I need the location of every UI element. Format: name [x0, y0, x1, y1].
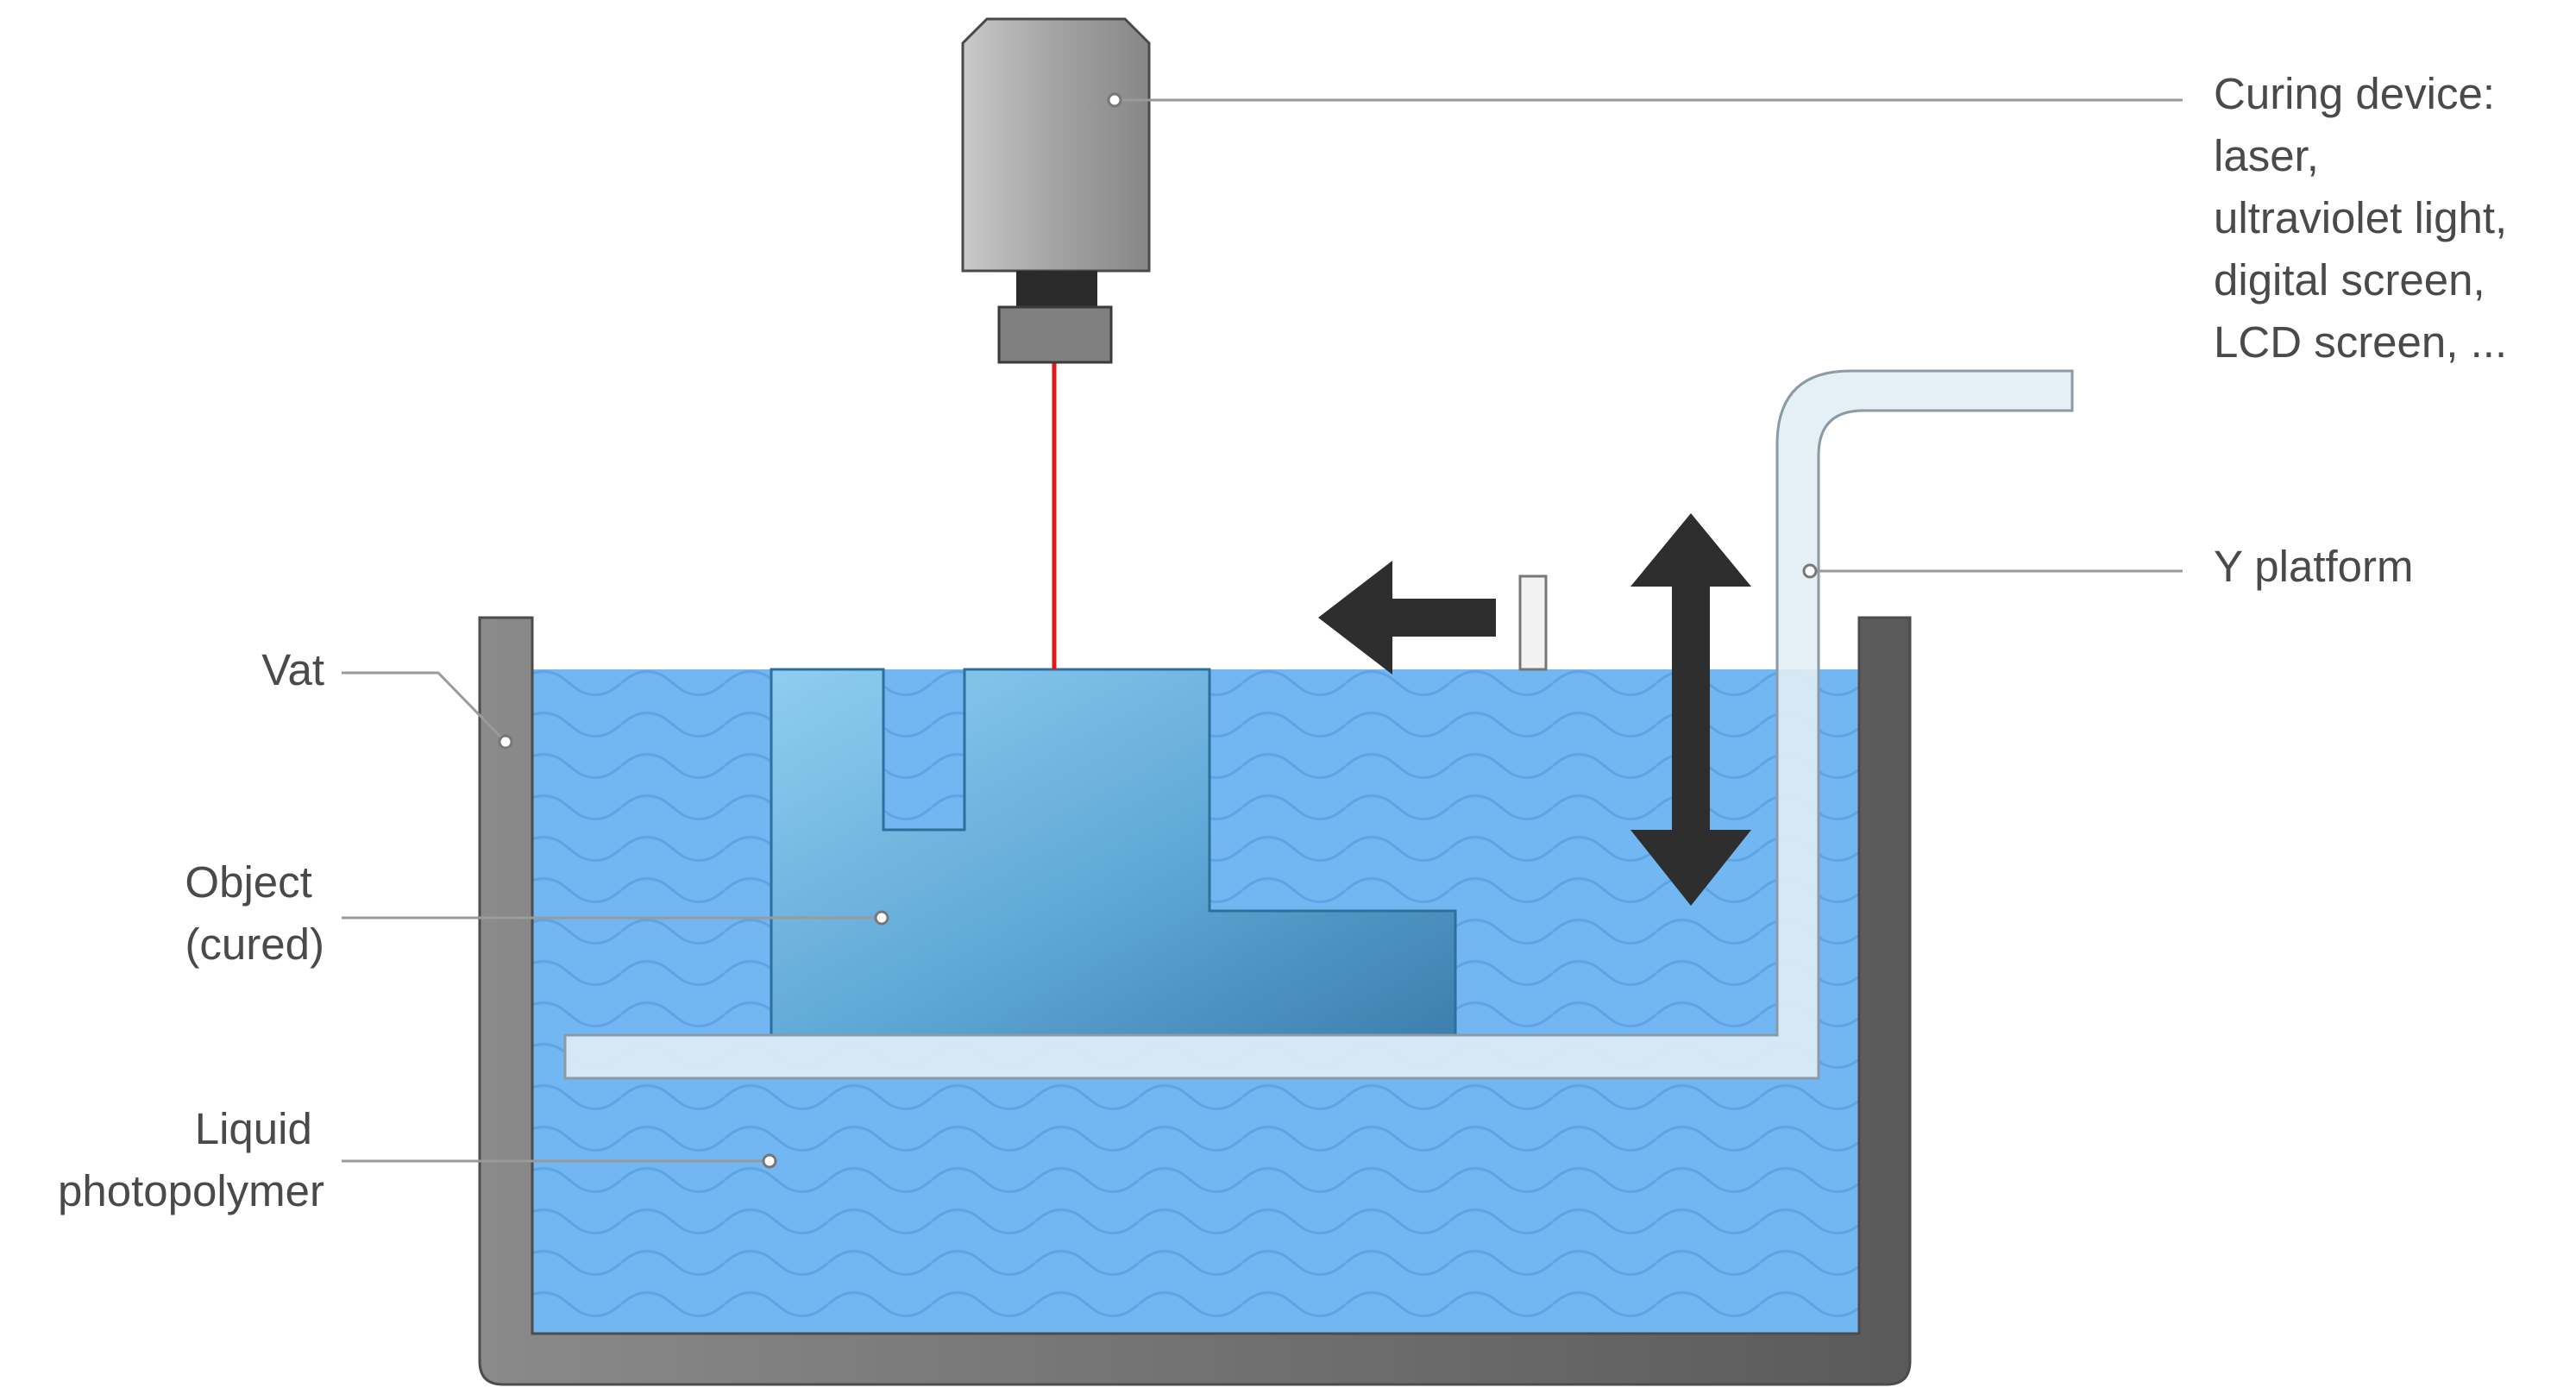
liquid-label: Liquid photopolymer [58, 1104, 324, 1215]
curing-device-label-line-3: ultraviolet light, [2214, 193, 2507, 242]
object-label-line-2: (cured) [185, 920, 324, 969]
liquid-label-line-1: Liquid [195, 1104, 312, 1153]
up-down-arrow-icon [1630, 513, 1751, 906]
leader-lines [342, 98, 2183, 1163]
curing-device-label-line-5: LCD screen, ... [2214, 317, 2507, 367]
curing-device-label-line-2: laser, [2214, 131, 2319, 180]
liquid-label-line-2: photopolymer [58, 1166, 324, 1215]
vat-label: Vat [261, 645, 324, 694]
curing-device-label: Curing device: laser, ultraviolet light,… [2214, 69, 2519, 367]
object-label: Object (cured) [185, 857, 324, 969]
curing-device-label-line-1: Curing device: [2214, 69, 2495, 118]
left-arrow-icon [1318, 561, 1496, 675]
y-platform [563, 369, 2074, 1080]
recoater-blade [1518, 574, 1548, 671]
curing-device-label-line-4: digital screen, [2214, 255, 2485, 304]
y-platform-label: Y platform [2214, 542, 2414, 591]
leader-dots [498, 92, 1818, 1169]
vat [478, 616, 1912, 1386]
object-label-line-1: Object [185, 857, 311, 907]
curing-device [961, 17, 1151, 364]
